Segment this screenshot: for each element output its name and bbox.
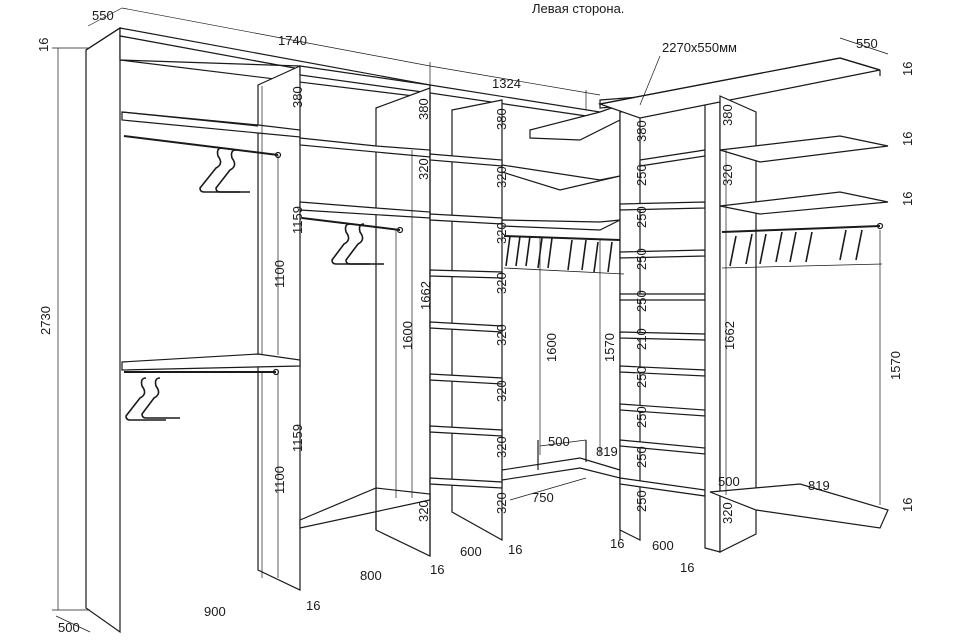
label-width-1324: 1324 xyxy=(492,76,521,91)
label-bottom-16-a: 16 xyxy=(306,598,320,613)
label-col1-1159-bot: 1159 xyxy=(290,424,305,452)
label-corner-1570: 1570 xyxy=(602,333,617,362)
label-bottom-16-d: 16 xyxy=(610,536,624,551)
label-bottom-900: 900 xyxy=(204,604,226,619)
label-top-depth-left: 550 xyxy=(92,8,114,23)
label-bottom-16-c: 16 xyxy=(508,542,522,557)
label-col4-250-g: 250 xyxy=(634,446,649,468)
label-col3-320-f: 320 xyxy=(494,436,509,458)
col1-shelves xyxy=(121,111,301,376)
label-right-500: 500 xyxy=(718,474,740,489)
left-side-panel xyxy=(85,26,121,634)
partition-1 xyxy=(257,65,301,591)
label-col4-250-a: 250 xyxy=(634,164,649,186)
label-right-16-top: 16 xyxy=(900,62,915,76)
label-right-16-mid: 16 xyxy=(900,132,915,146)
label-col3-320-c: 320 xyxy=(494,272,509,294)
label-right-16-bot: 16 xyxy=(900,498,915,512)
label-right-16-lower: 16 xyxy=(900,192,915,206)
label-bottom-600-b: 600 xyxy=(652,538,674,553)
col3 xyxy=(429,84,601,556)
label-col4-250-b: 250 xyxy=(634,206,649,228)
label-col3-320-d: 320 xyxy=(494,324,509,346)
label-col5-320-bot: 320 xyxy=(720,502,735,524)
label-col3-380: 380 xyxy=(494,108,509,130)
label-col2-1662: 1662 xyxy=(418,281,433,310)
label-col4-250-d: 250 xyxy=(634,290,649,312)
label-col3-320-b: 320 xyxy=(494,222,509,244)
label-col5-1662: 1662 xyxy=(722,321,737,350)
label-col4-250-e: 250 xyxy=(634,366,649,388)
corner-section xyxy=(501,104,642,540)
label-col4-250-c: 250 xyxy=(634,248,649,270)
label-col1-1100-bot: 1100 xyxy=(272,466,287,494)
label-width-1740: 1740 xyxy=(278,33,307,48)
label-height-2730: 2730 xyxy=(38,306,53,335)
label-col2-320-bot: 320 xyxy=(416,500,431,522)
label-bottom-800: 800 xyxy=(360,568,382,583)
col4 xyxy=(599,87,721,553)
drawing-title: Левая сторона. xyxy=(532,1,624,16)
label-corner-1600: 1600 xyxy=(544,333,559,362)
col2 xyxy=(299,65,431,557)
label-right-819: 819 xyxy=(808,478,830,493)
label-col2-1600: 1600 xyxy=(400,321,415,350)
label-top-thickness-left: 16 xyxy=(36,38,51,52)
labels: Левая сторона. 2270х550мм 550 16 1740 13… xyxy=(36,1,915,635)
hangers-col1-top xyxy=(199,147,250,193)
hangers-col2 xyxy=(331,223,384,265)
hangers-col5 xyxy=(721,229,883,269)
size-note: 2270х550мм xyxy=(662,40,737,55)
label-col3-320-e: 320 xyxy=(494,380,509,402)
label-right-1570: 1570 xyxy=(888,351,903,380)
label-bottom-depth-500: 500 xyxy=(58,620,80,635)
hangers-corner xyxy=(503,235,625,275)
label-col4-210: 210 xyxy=(634,328,649,350)
label-col4-250-h: 250 xyxy=(634,490,649,512)
label-bottom-16-b: 16 xyxy=(430,562,444,577)
label-corner-819: 819 xyxy=(596,444,618,459)
label-col5-380: 380 xyxy=(720,104,735,126)
hangers-col1-bottom xyxy=(125,377,180,421)
label-col3-320-bot: 320 xyxy=(494,492,509,514)
label-bottom-16-e: 16 xyxy=(680,560,694,575)
label-col1-1100-top: 1100 xyxy=(272,260,287,288)
label-bottom-600-a: 600 xyxy=(460,544,482,559)
label-col1-1159-top: 1159 xyxy=(290,206,305,234)
label-col2-320: 320 xyxy=(416,158,431,180)
col5 xyxy=(597,57,889,553)
label-corner-500: 500 xyxy=(548,434,570,449)
label-corner-750: 750 xyxy=(532,490,554,505)
label-col4-250-f: 250 xyxy=(634,406,649,428)
label-col1-380: 380 xyxy=(290,86,305,108)
dimension-lines xyxy=(52,7,889,633)
right-top-board xyxy=(599,57,881,105)
label-col5-320: 320 xyxy=(720,164,735,186)
label-col3-320-a: 320 xyxy=(494,166,509,188)
label-top-depth-right: 550 xyxy=(856,36,878,51)
label-col4-380: 380 xyxy=(634,120,649,142)
label-col2-380: 380 xyxy=(416,98,431,120)
